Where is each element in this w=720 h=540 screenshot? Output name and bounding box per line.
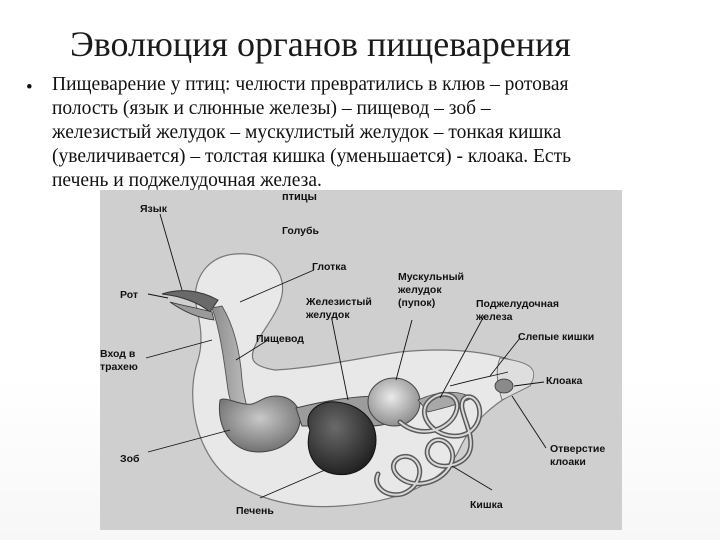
label-cloaca: Клоака: [546, 375, 582, 387]
caeca: [449, 371, 509, 387]
bullet-marker: •: [26, 77, 33, 98]
bird-digestive-diagram: птицы Голубь Язык Рот Вход в трахею Зоб …: [100, 190, 622, 530]
body-line: Пищеварение у птиц: челюсти превратились…: [52, 74, 569, 95]
slide-title: Эволюция органов пищеварения: [70, 24, 571, 64]
body-line: полость (язык и слюнные железы) – пищево…: [52, 98, 491, 119]
crop: [218, 395, 301, 453]
gizzard: [367, 377, 421, 427]
label-gizzard-1: Мускульный: [398, 271, 464, 283]
cloaca: [494, 378, 514, 394]
label-trachea-entry-2: трахею: [100, 361, 138, 373]
label-gizzard-2: желудок: [397, 284, 442, 296]
label-intestine: Кишка: [470, 499, 503, 511]
label-proventriculus-1: Железистый: [305, 296, 372, 308]
label-caeca: Слепые кишки: [518, 331, 594, 343]
label-cloaca-opening-2: клоаки: [550, 456, 586, 468]
label-gizzard-3: (пупок): [398, 297, 435, 309]
label-tongue: Язык: [140, 203, 168, 215]
diagram-heading: птицы: [282, 191, 317, 203]
diagram-svg: птицы Голубь Язык Рот Вход в трахею Зоб …: [100, 190, 622, 530]
label-liver: Печень: [236, 505, 274, 517]
body-line: (увеличивается) – толстая кишка (уменьша…: [52, 146, 572, 167]
label-proventriculus-2: желудок: [305, 309, 350, 321]
leader-lines: [145, 213, 547, 499]
intestine-highlight: [375, 393, 481, 496]
label-crop: Зоб: [120, 453, 140, 465]
label-pharynx: Глотка: [312, 261, 347, 273]
beak: [161, 290, 219, 313]
body-line: печень и поджелудочная железа.: [52, 170, 322, 191]
slide-body-text: Пищеварение у птиц: челюсти превратились…: [52, 73, 702, 193]
label-trachea-entry-1: Вход в: [100, 348, 136, 360]
label-cloaca-opening-1: Отверстие: [550, 443, 605, 455]
label-mouth: Рот: [120, 289, 138, 301]
beak-lower: [169, 301, 215, 321]
label-pigeon: Голубь: [282, 225, 319, 237]
label-esophagus: Пищевод: [256, 333, 304, 345]
label-pancreas-2: железа: [475, 311, 513, 323]
liver: [307, 401, 377, 476]
body-line: железистый желудок – мускулистый желудок…: [52, 122, 562, 143]
label-pancreas-1: Поджелудочная: [476, 298, 559, 310]
